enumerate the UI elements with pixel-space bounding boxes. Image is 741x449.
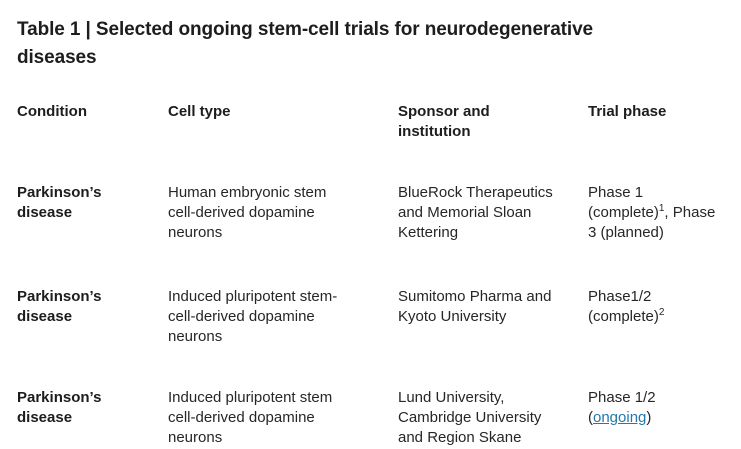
table-header-row: Condition Cell type Sponsor and institut… <box>17 102 741 142</box>
cell-sponsor: BlueRock Therapeutics and Memorial Sloan… <box>398 184 553 241</box>
cell-sponsor: Lund University, Cambridge University an… <box>398 389 542 446</box>
cell-condition: Parkinson’s disease <box>17 389 102 426</box>
cell-trial-phase: Phase1/2 (complete)2 <box>588 287 741 327</box>
footnote-ref-2: 2 <box>658 307 665 318</box>
column-header-cell-type: Cell type <box>168 103 231 120</box>
ongoing-link[interactable]: ongoing <box>593 409 647 426</box>
cell-trial-phase: Phase 1/2 (ongoing) <box>588 388 741 428</box>
trial-phase-text: , Phase 3 (planned) <box>588 204 716 241</box>
column-header-trial-phase: Trial phase <box>588 103 667 120</box>
cell-trial-phase: Phase 1 (complete)1, Phase 3 (planned) <box>588 183 741 243</box>
table-row: Parkinson’s disease Induced pluripotent … <box>17 287 741 347</box>
column-header-sponsor: Sponsor and institution <box>398 103 490 140</box>
table-title: Table 1 | Selected ongoing stem-cell tri… <box>17 19 594 68</box>
table-row: Parkinson’s disease Human embryonic stem… <box>17 183 741 243</box>
cell-condition: Parkinson’s disease <box>17 184 102 221</box>
trial-phase-text: Phase 1 (complete) <box>588 184 659 221</box>
footnote-ref-1: 1 <box>658 203 665 214</box>
cell-cell-type: Induced pluripotent stem- cell-derived d… <box>168 288 338 345</box>
trial-phase-text: ) <box>646 409 652 426</box>
cell-condition: Parkinson’s disease <box>17 288 102 325</box>
cell-sponsor: Sumitomo Pharma and Kyoto University <box>398 288 552 325</box>
cell-cell-type: Induced pluripotent stem cell-derived do… <box>168 389 333 446</box>
cell-cell-type: Human embryonic stem cell-derived dopami… <box>168 184 327 241</box>
trial-phase-text: Phase 1/2 ( <box>588 389 656 426</box>
table-row: Parkinson’s disease Induced pluripotent … <box>17 388 741 448</box>
trial-phase-text: Phase1/2 (complete) <box>588 288 659 325</box>
column-header-condition: Condition <box>17 103 87 120</box>
